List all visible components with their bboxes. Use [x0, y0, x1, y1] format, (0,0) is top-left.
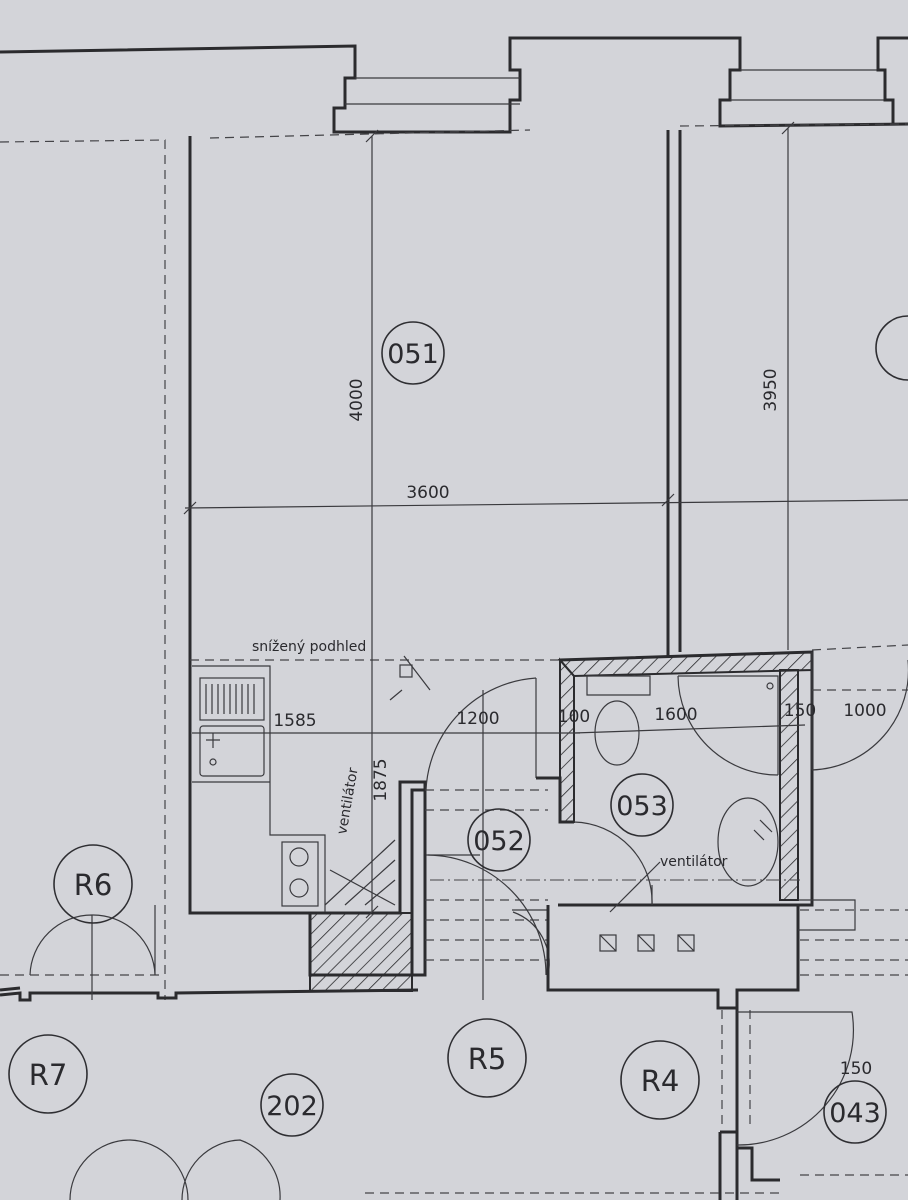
shaft-hatch	[309, 912, 413, 992]
dim-3950: 3950	[761, 368, 781, 411]
dim-150: 150	[784, 701, 816, 721]
room-label-202: 202	[266, 1091, 318, 1122]
bathroom-053-walls	[536, 650, 814, 913]
top-facade	[0, 36, 908, 139]
section-label-r4: R4	[641, 1064, 680, 1098]
dim-4000: 4000	[347, 378, 367, 421]
dim-1875: 1875	[371, 758, 391, 801]
room-label-043: 043	[829, 1098, 881, 1129]
room-label-051: 051	[387, 339, 439, 370]
left-neighbor-outline	[0, 139, 166, 1000]
note-snizeny-podhled: snížený podhled	[252, 639, 366, 655]
dimension-lines	[183, 121, 908, 1000]
dim-1000: 1000	[843, 701, 886, 721]
service-area	[430, 879, 908, 1010]
section-label-r6: R6	[74, 868, 113, 902]
section-label-r5: R5	[468, 1042, 507, 1076]
room-label-053: 053	[616, 791, 668, 822]
kitchen-counter	[192, 665, 396, 913]
note-ventilator-bath: ventilátor	[660, 854, 728, 870]
dim-150-lower: 150	[840, 1059, 872, 1079]
label-circles	[8, 315, 908, 1144]
room-label-052: 052	[473, 826, 525, 857]
dim-1600: 1600	[654, 705, 697, 725]
dim-1585: 1585	[273, 711, 316, 731]
note-ventilator-kitchen: ventilátor	[334, 766, 362, 835]
dim-3600: 3600	[406, 483, 449, 503]
section-label-r7: R7	[29, 1058, 68, 1092]
dim-100: 100	[558, 707, 590, 727]
room-051-walls	[188, 130, 682, 977]
dim-1200: 1200	[456, 709, 499, 729]
bottom-walls	[0, 905, 908, 1200]
ceiling-marker	[399, 664, 413, 678]
